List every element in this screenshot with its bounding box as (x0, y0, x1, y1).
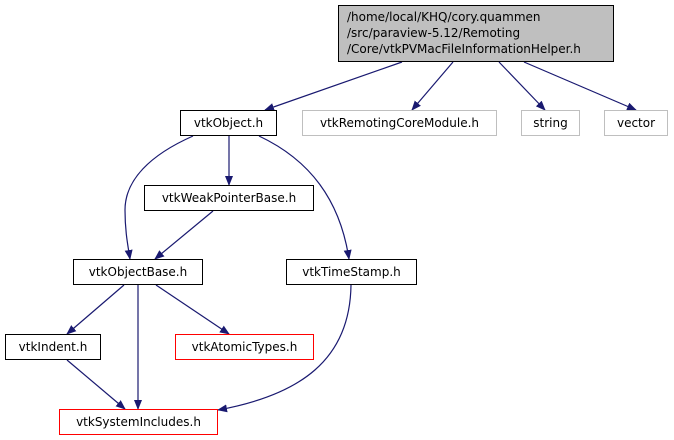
root-file-node: /home/local/KHQ/cory.quammen/src/paravie… (338, 5, 614, 62)
node-string: string (521, 110, 580, 136)
edge-vtkObject-vtkObjectBase (124, 135, 194, 260)
edge-root-vtkRemotingCoreModule (411, 61, 454, 111)
node-vtkObject[interactable]: vtkObject.h (180, 110, 277, 136)
edge-root-vtkObject (264, 61, 403, 111)
node-vtkIndent[interactable]: vtkIndent.h (5, 334, 101, 360)
edge-vtkIndent-vtkSystemIncludes (66, 359, 126, 410)
edge-vtkObject-vtkTimeStamp (258, 135, 352, 260)
edge-vtkWeakPointerBase-vtkObjectBase (154, 210, 214, 260)
edge-root-vector (523, 61, 637, 111)
edge-vtkObjectBase-vtkIndent (66, 284, 125, 335)
edge-vtkObjectBase-vtkAtomicTypes (155, 284, 230, 335)
node-vector: vector (604, 110, 668, 136)
node-vtkSystemIncludes[interactable]: vtkSystemIncludes.h (59, 409, 218, 435)
node-vtkAtomicTypes[interactable]: vtkAtomicTypes.h (175, 334, 314, 360)
root-line-3: /Core/vtkPVMacFileInformationHelper.h (347, 42, 581, 56)
root-line-2: /src/paraview-5.12/Remoting (347, 26, 521, 40)
edge-vtkTimeStamp-vtkSystemIncludes (217, 284, 352, 413)
node-vtkWeakPointerBase[interactable]: vtkWeakPointerBase.h (144, 185, 314, 211)
node-vtkTimeStamp[interactable]: vtkTimeStamp.h (286, 259, 417, 285)
node-vtkRemotingCoreModule: vtkRemotingCoreModule.h (302, 110, 497, 136)
node-vtkObjectBase[interactable]: vtkObjectBase.h (73, 259, 203, 285)
root-line-1: /home/local/KHQ/cory.quammen (347, 10, 541, 24)
edge-root-string (498, 61, 546, 111)
